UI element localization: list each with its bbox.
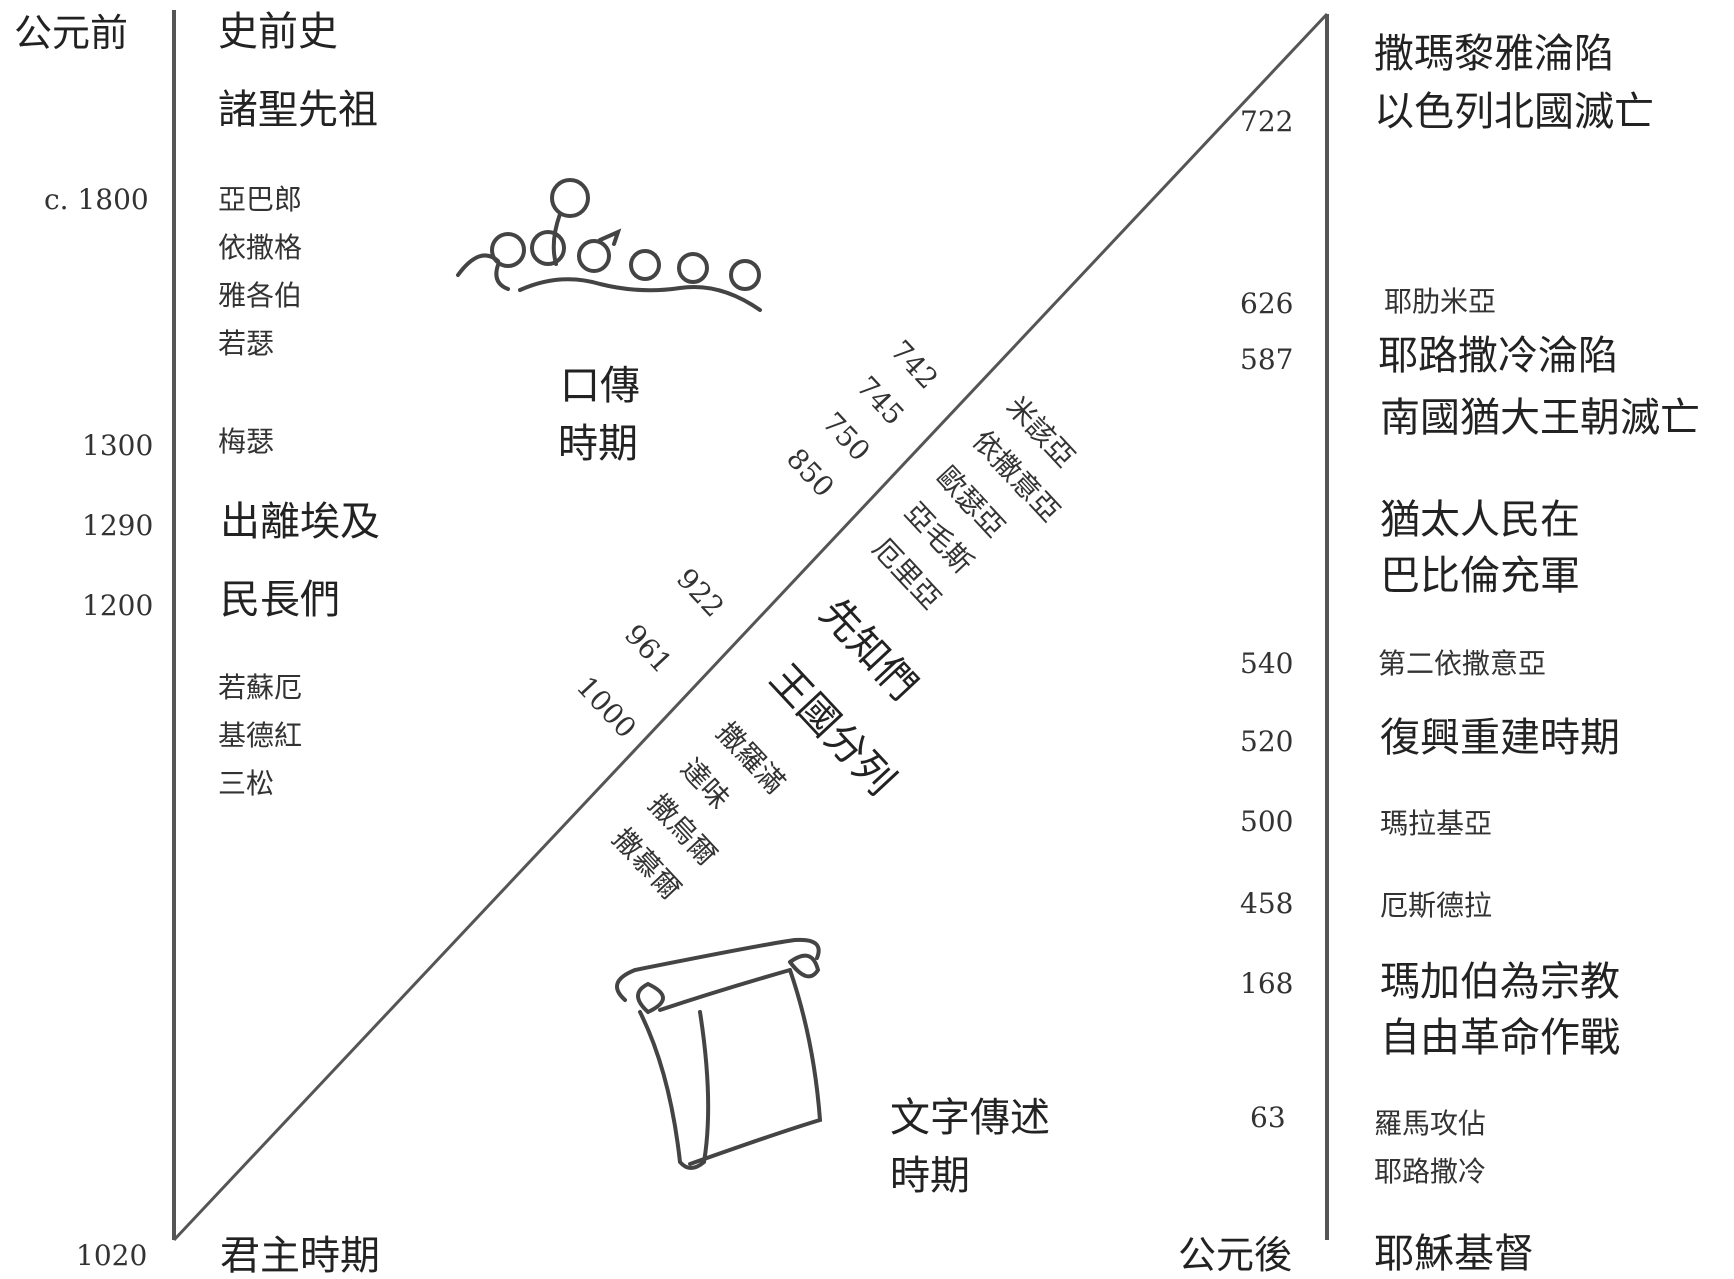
label-exodus: 出離埃及	[220, 499, 380, 545]
label-exile-2: 巴比倫充軍	[1380, 553, 1580, 599]
name-jacob: 雅各伯	[218, 279, 303, 312]
year-1020: 1020	[76, 1239, 148, 1272]
name-samson: 三松	[218, 767, 275, 800]
name-ezra: 厄斯德拉	[1380, 889, 1493, 922]
name-second-isaiah: 第二依撒意亞	[1378, 647, 1547, 680]
name-malachi: 瑪拉基亞	[1380, 807, 1493, 840]
bce-label: 公元前	[14, 11, 129, 55]
label-exile-1: 猶太人民在	[1380, 497, 1580, 543]
year-c1800: c. 1800	[44, 183, 149, 216]
year-1300: 1300	[82, 429, 154, 462]
name-gideon: 基德紅	[218, 719, 303, 752]
name-joshua: 若蘇厄	[218, 671, 303, 704]
name-jeremiah: 耶肋米亞	[1384, 285, 1497, 318]
year-587: 587	[1240, 343, 1294, 376]
label-patriarchs: 諸聖先祖	[218, 87, 378, 133]
oral-period-line1: 口傳	[560, 363, 640, 409]
year-458: 458	[1240, 887, 1294, 920]
label-south-falls: 南國猶大王朝滅亡	[1380, 395, 1700, 441]
ce-label: 公元後	[1178, 1233, 1293, 1277]
oral-period-line2: 時期	[558, 421, 638, 467]
label-prehistory: 史前史	[218, 9, 338, 55]
written-period-line2: 時期	[890, 1153, 970, 1199]
diagonal-line	[172, 12, 1329, 1242]
year-626: 626	[1240, 287, 1294, 320]
label-samaria-falls: 撒瑪黎雅淪陷	[1374, 31, 1614, 77]
label-jesus-christ: 耶穌基督	[1374, 1231, 1534, 1277]
year-168: 168	[1240, 967, 1294, 1000]
name-jerusalem: 耶路撒冷	[1374, 1155, 1487, 1188]
year-63: 63	[1250, 1101, 1286, 1134]
label-judges-era: 民長們	[220, 577, 340, 623]
label-monarchy: 君主時期	[220, 1233, 380, 1279]
label-maccabees-1: 瑪加伯為宗教	[1380, 959, 1620, 1005]
written-period-line1: 文字傳述	[890, 1095, 1050, 1141]
year-520: 520	[1240, 725, 1294, 758]
name-abraham: 亞巴郎	[218, 183, 303, 216]
label-jerusalem-falls: 耶路撒冷淪陷	[1378, 333, 1618, 379]
year-540: 540	[1240, 647, 1294, 680]
year-1200: 1200	[82, 589, 154, 622]
year-500: 500	[1240, 805, 1294, 838]
people-group-icon	[456, 178, 762, 312]
scroll-icon	[615, 937, 823, 1170]
name-rome-captures: 羅馬攻佔	[1374, 1107, 1487, 1140]
year-1290: 1290	[82, 509, 154, 542]
label-restoration: 復興重建時期	[1380, 715, 1620, 761]
year-722: 722	[1240, 105, 1294, 138]
name-moses: 梅瑟	[218, 425, 275, 458]
name-isaac: 依撒格	[218, 231, 303, 264]
label-north-falls: 以色列北國滅亡	[1374, 89, 1654, 135]
name-joseph: 若瑟	[218, 327, 275, 360]
label-maccabees-2: 自由革命作戰	[1380, 1015, 1620, 1061]
